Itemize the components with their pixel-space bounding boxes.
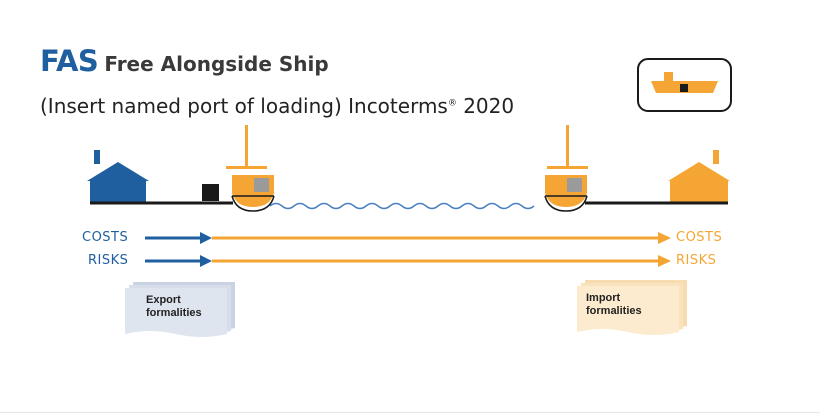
subtitle-main: (Insert named port of loading) Incoterms bbox=[40, 94, 448, 118]
incoterm-abbreviation: FAS bbox=[40, 44, 99, 78]
water-wave-icon bbox=[269, 202, 535, 210]
incoterm-full-name: Free Alongside Ship bbox=[104, 52, 329, 76]
bottom-divider bbox=[0, 412, 820, 413]
ship-badge-icon bbox=[637, 58, 732, 112]
buyer-costs-label: COSTS bbox=[676, 230, 723, 245]
seller-costs-label: COSTS bbox=[82, 230, 129, 245]
import-formalities-doc-icon bbox=[577, 280, 687, 335]
import-formalities-label: Import formalities bbox=[586, 292, 642, 318]
import-formalities-line2: formalities bbox=[586, 305, 642, 317]
costs-arrow bbox=[145, 232, 671, 244]
buyer-risks-label: RISKS bbox=[676, 253, 717, 268]
export-formalities-line1: Export bbox=[146, 294, 181, 306]
export-formalities-label: Export formalities bbox=[146, 294, 202, 320]
export-formalities-line2: formalities bbox=[146, 307, 202, 319]
seller-risks-label: RISKS bbox=[88, 253, 129, 268]
ship-icon bbox=[226, 125, 275, 212]
subtitle: (Insert named port of loading) Incoterms… bbox=[40, 94, 514, 118]
ship-icon bbox=[544, 125, 588, 212]
import-formalities-line1: Import bbox=[586, 292, 621, 304]
export-formalities-doc-icon bbox=[125, 282, 235, 337]
registered-mark: ® bbox=[447, 98, 457, 109]
warehouse-icon bbox=[87, 150, 149, 203]
risks-arrow bbox=[145, 255, 671, 267]
subtitle-year: 2020 bbox=[463, 94, 515, 118]
warehouse-icon bbox=[668, 150, 730, 203]
cargo-box-icon bbox=[202, 184, 219, 201]
